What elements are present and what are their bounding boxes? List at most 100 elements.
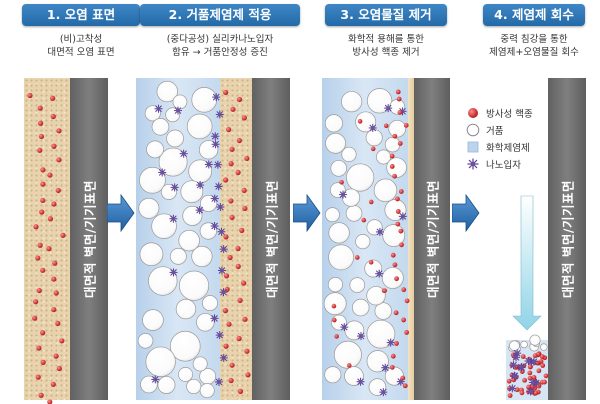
foam-bubble [330, 160, 348, 177]
step-3-desc: 화학적 용해를 통한 방사성 핵종 제거 [315, 33, 457, 59]
nuclide-particle [396, 96, 402, 102]
nuclide-particle [394, 276, 399, 282]
nuclide-particle [40, 167, 46, 173]
nanoparticle [379, 388, 388, 397]
foam-bubble [186, 113, 213, 140]
foam-bubble [169, 247, 187, 265]
nuclide-particle [402, 383, 408, 389]
nuclide-particle [47, 172, 53, 178]
foam-bubble [509, 340, 520, 352]
nuclide-particle [222, 308, 229, 314]
nuclide-particle [539, 354, 545, 360]
nuclide-particle [354, 255, 360, 260]
nuclide-particle [346, 363, 352, 368]
nuclide-particle [53, 353, 59, 359]
arrow-right-icon-2 [293, 194, 321, 232]
nuclide-particle [368, 259, 374, 265]
nuclide-particle [51, 201, 57, 207]
nuclide-particle [507, 393, 513, 398]
legend-label-foam: 거품 [486, 125, 504, 137]
nuclide-particle [241, 187, 247, 193]
nanoparticle [375, 227, 384, 236]
nuclide-particle [389, 153, 395, 159]
nuclide-particle [520, 354, 526, 359]
nuclide-particle [55, 320, 61, 326]
foam-bubble [341, 188, 361, 207]
foam-bubble [355, 234, 371, 250]
wall-4: 대면적 벽면/기기표면 [548, 78, 586, 400]
nuclide-particle [237, 388, 244, 394]
foam-bubble [151, 213, 177, 239]
nuclide-particle [334, 334, 339, 339]
nuclide-particle [228, 198, 234, 204]
foam-bubble [384, 136, 401, 153]
legend: 방사성 핵종 거품 화학제염제 나노입자 [466, 104, 533, 172]
blue-square-icon [466, 140, 480, 154]
arrow-right-icon-3 [452, 194, 480, 232]
nuclide-particle [241, 115, 247, 121]
nuclide-particle [242, 205, 248, 212]
cleaned-surface-film-3 [408, 78, 414, 400]
nuclide-particle [542, 379, 547, 385]
nuclide-particle [224, 286, 230, 292]
foam-bubble [138, 197, 160, 219]
nuclide-particle [401, 287, 407, 293]
nuclide-particle [245, 372, 251, 378]
nuclide-particle [237, 297, 243, 303]
nuclide-particle [242, 316, 248, 322]
foam-bubble [199, 383, 215, 399]
nuclide-particle [32, 315, 38, 321]
foam-bubble [140, 375, 158, 394]
nanoparticle [528, 378, 537, 387]
nuclide-particle [226, 321, 232, 327]
nanoparticle [196, 181, 205, 190]
foam-bubble [172, 94, 188, 110]
nuclide-particle [50, 95, 56, 101]
foam-bubble [349, 277, 366, 293]
nuclide-particle [37, 105, 43, 111]
nuclide-particle [38, 133, 45, 140]
nanoparticle [169, 268, 178, 277]
foam-bubble [200, 194, 218, 213]
foam-bubble [142, 309, 164, 331]
nuclide-particle [404, 330, 410, 335]
nanoparticle [357, 332, 366, 341]
foam-bubble [373, 178, 398, 203]
legend-item-foam: 거품 [466, 121, 533, 138]
nuclide-particle [56, 128, 62, 134]
nuclide-particle [229, 362, 235, 368]
foam-bubble [178, 270, 210, 301]
nuclide-particle [536, 368, 542, 374]
step-3-desc-line-1: 화학적 용해를 통한 [348, 34, 424, 45]
nuclide-particle [50, 113, 56, 120]
nuclide-particle [51, 143, 57, 149]
foam-bubble [540, 343, 548, 351]
foam-bubble [328, 222, 350, 244]
nanoparticle [195, 206, 204, 215]
nanoparticle [212, 93, 221, 102]
legend-item-nuclide: 방사성 핵종 [466, 104, 533, 121]
nuclide-particle [390, 353, 396, 359]
foam-bubble [345, 205, 363, 222]
nuclide-particle [244, 155, 250, 162]
nanoparticle [211, 140, 220, 149]
nuclide-particle [361, 217, 367, 223]
step-4-desc-line-2: 제염제+오염물질 회수 [489, 47, 579, 58]
nanoparticle [381, 363, 390, 372]
nuclide-particle [50, 381, 56, 387]
red-sphere-icon [466, 106, 480, 120]
nuclide-particle [39, 209, 45, 215]
foam-bubble [157, 376, 176, 394]
nanoparticle [211, 132, 220, 141]
nuclide-particle [226, 126, 232, 133]
nuclide-particle [392, 262, 398, 268]
foam-bubble [324, 366, 342, 384]
nanoparticle [210, 222, 219, 231]
nanoparticle [214, 377, 223, 386]
foam-bubble [160, 183, 177, 200]
foam-bubble [191, 245, 213, 268]
foam-bubble [158, 147, 188, 177]
nuclide-particle [227, 254, 233, 261]
nuclide-particle [59, 338, 65, 344]
nuclide-particle [331, 303, 337, 309]
